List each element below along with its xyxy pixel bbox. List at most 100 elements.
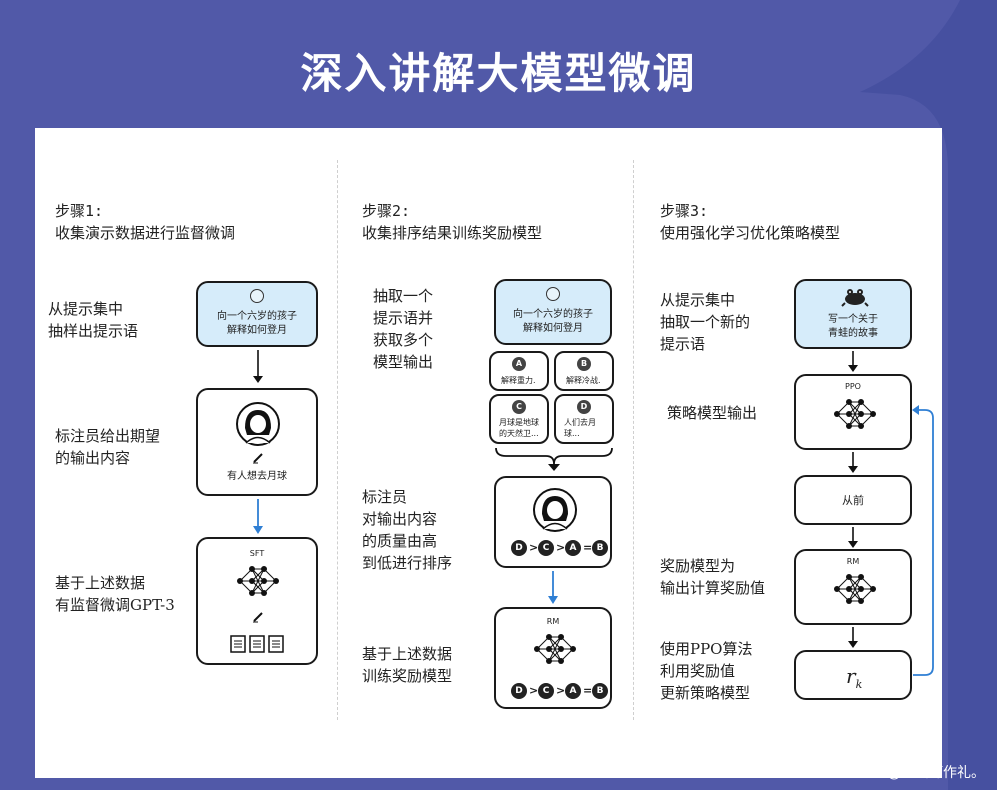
output-badge: C <box>512 400 526 414</box>
step2-title-line2: 收集排序结果训练奖励模型 <box>362 224 543 242</box>
blue-arrow-down-icon <box>253 499 263 534</box>
arrow-down-icon <box>848 452 858 473</box>
neural-network-icon <box>834 399 876 429</box>
rank-item: D <box>511 683 527 699</box>
step1-label3-line2: 有监督微调GPT-3 <box>55 596 175 614</box>
step2-label2-line2: 对输出内容 <box>362 510 438 528</box>
neural-network-icon <box>237 566 279 596</box>
step2-label-train: 基于上述数据 训练奖励模型 <box>362 643 452 687</box>
step3-title-line2: 使用强化学习优化策略模型 <box>660 224 841 242</box>
step1-title: 步骤1: 收集演示数据进行监督微调 <box>55 200 235 244</box>
reward-symbol: r <box>846 664 856 688</box>
reward-subscript: k <box>855 678 863 691</box>
step2-label2-line3: 的质量由高 <box>362 532 438 550</box>
rank-item: D <box>511 540 527 556</box>
output-badge: B <box>577 357 591 371</box>
rm-model-label: RM <box>846 557 860 566</box>
documents-icon <box>230 635 284 653</box>
step1-title-line2: 收集演示数据进行监督微调 <box>55 224 236 242</box>
output-card-d: D 人们去月 球... <box>554 394 614 444</box>
output-text: 的天然卫... <box>499 429 539 438</box>
output-text: 月球是地球 <box>499 418 539 427</box>
step2-label-rank: 标注员 对输出内容 的质量由高 到低进行排序 <box>362 486 452 574</box>
brace-icon <box>495 447 613 471</box>
pencil-icon <box>253 612 263 623</box>
step1-label3-line1: 基于上述数据 <box>55 574 146 592</box>
step1-label1-line2: 抽样出提示语 <box>48 322 139 340</box>
step2-title-line1: 步骤2: <box>362 202 411 220</box>
greater-than-icon: > <box>556 541 566 554</box>
step3-prompt-box: 写一个关于 青蛙的故事 <box>794 279 912 349</box>
ppo-model-label: PPO <box>845 382 861 391</box>
step1-label1-line1: 从提示集中 <box>48 300 124 318</box>
step3-label4-line3: 更新策略模型 <box>660 684 751 702</box>
step3-label3-line1: 奖励模型为 <box>660 557 736 575</box>
step3-label1-line2: 抽取一个新的 <box>660 313 751 331</box>
step3-label-update: 使用PPO算法 利用奖励值 更新策略模型 <box>660 638 752 704</box>
greater-than-icon: > <box>529 684 539 697</box>
step3-label3-line2: 输出计算奖励值 <box>660 579 766 597</box>
neural-network-icon <box>534 634 576 664</box>
step2-label3-line2: 训练奖励模型 <box>362 667 453 685</box>
step3-label-policy: 策略模型输出 <box>667 404 758 422</box>
step3-output-text: 从前 <box>842 494 864 507</box>
step3-label1-line1: 从提示集中 <box>660 291 736 309</box>
column-divider <box>633 160 634 720</box>
arrow-down-icon <box>848 351 858 372</box>
step2-label1-line2: 提示语并 <box>373 309 434 327</box>
pencil-icon <box>253 453 263 464</box>
moon-icon <box>250 289 264 303</box>
equals-icon: = <box>583 541 593 554</box>
step3-rm-box: RM <box>794 549 912 625</box>
output-card-c: C 月球是地球 的天然卫... <box>489 394 549 444</box>
step1-title-line1: 步骤1: <box>55 202 104 220</box>
arrow-down-icon <box>848 627 858 648</box>
step2-prompt-box: 向一个六岁的孩子 解释如何登月 <box>494 279 612 345</box>
step1-prompt-box: 向一个六岁的孩子 解释如何登月 <box>196 281 318 347</box>
annotator-avatar-icon <box>236 402 280 446</box>
output-badge: D <box>577 400 591 414</box>
neural-network-icon <box>834 574 876 604</box>
step1-label2-line2: 的输出内容 <box>55 449 131 467</box>
step2-label-sample: 抽取一个 提示语并 获取多个 模型输出 <box>373 285 433 373</box>
output-text: 解释冷战. <box>566 376 601 385</box>
equals-icon: = <box>583 684 593 697</box>
sft-model-label: SFT <box>249 549 265 558</box>
rank-item: A <box>565 683 581 699</box>
greater-than-icon: > <box>556 684 566 697</box>
step3-reward-box: rk <box>794 650 912 700</box>
rank-item: C <box>538 683 554 699</box>
greater-than-icon: > <box>529 541 539 554</box>
output-text: 解释重力. <box>501 376 536 385</box>
moon-icon <box>546 287 560 301</box>
step3-label4-line2: 利用奖励值 <box>660 662 736 680</box>
output-text: 球... <box>564 429 580 438</box>
step3-label4-line1: 使用PPO算法 <box>660 640 753 658</box>
step2-prompt-line2: 解释如何登月 <box>523 323 583 334</box>
step2-rm-box: RM D > C > A = B <box>494 607 612 709</box>
step3-output-box: 从前 <box>794 475 912 525</box>
step2-label2-line1: 标注员 <box>362 488 408 506</box>
step2-prompt-line1: 向一个六岁的孩子 <box>513 309 593 320</box>
content-panel <box>35 128 942 778</box>
rank-item: B <box>592 683 608 699</box>
arrow-down-icon <box>253 350 263 383</box>
frog-icon <box>841 289 869 307</box>
rank-item: A <box>565 540 581 556</box>
step1-label2-line1: 标注员给出期望 <box>55 427 161 445</box>
step3-title: 步骤3: 使用强化学习优化策略模型 <box>660 200 840 244</box>
step1-annotator-output: 有人想去月球 <box>227 471 287 482</box>
step2-label2-line4: 到低进行排序 <box>362 554 453 572</box>
output-text: 人们去月 <box>564 418 596 427</box>
rm-model-label: RM <box>546 617 560 626</box>
step1-sft-box: SFT <box>196 537 318 665</box>
arrow-down-icon <box>848 527 858 548</box>
feedback-loop-arrow-icon <box>912 405 934 676</box>
blue-arrow-down-icon <box>548 571 558 604</box>
output-card-a: A 解释重力. <box>489 351 549 391</box>
step1-annotator-box: 有人想去月球 <box>196 388 318 496</box>
step1-label-finetune: 基于上述数据 有监督微调GPT-3 <box>55 572 175 616</box>
step2-label1-line1: 抽取一个 <box>373 287 434 305</box>
watermark: CSDN @以山河作礼。 <box>842 765 985 781</box>
step3-title-line1: 步骤3: <box>660 202 709 220</box>
